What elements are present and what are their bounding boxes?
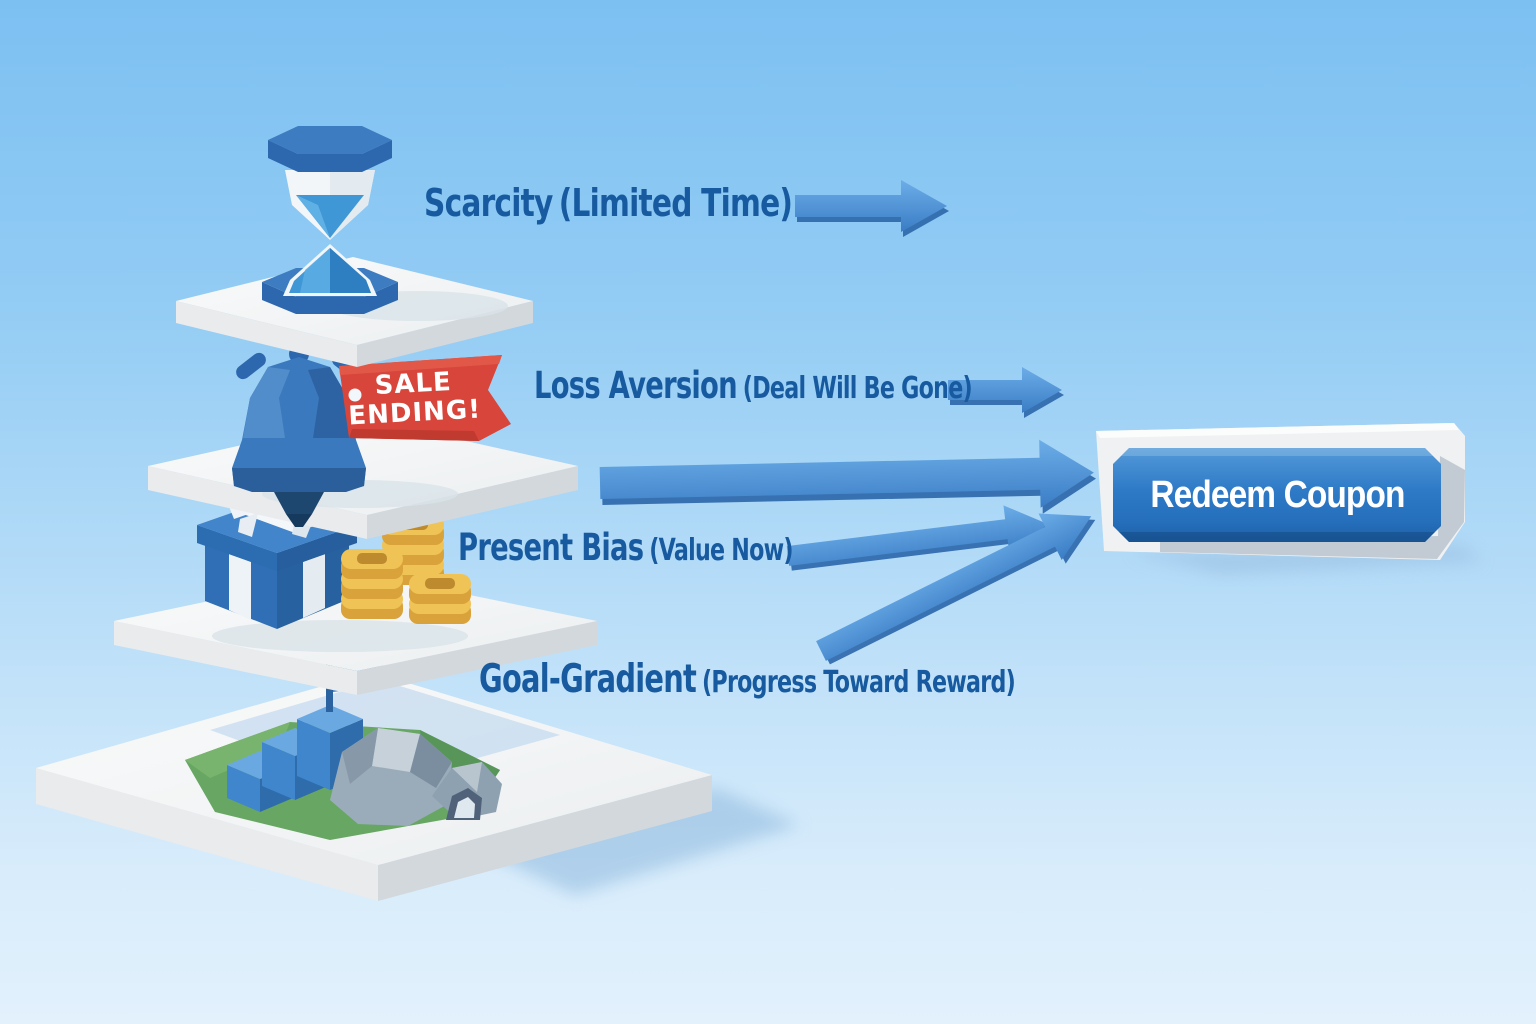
label-goal-gradient-qualifier: (Progress Toward Reward) (702, 665, 1016, 700)
label-goal-gradient-main: Goal-Gradient (479, 657, 697, 702)
label-present-bias-main: Present Bias (458, 526, 644, 569)
label-loss-aversion-qualifier: (Deal Will Be Gone) (742, 371, 973, 406)
present-bias-arrow (786, 505, 1051, 571)
goal-gradient-arrow (816, 513, 1096, 665)
rocks-icon (330, 728, 502, 826)
label-scarcity: Scarcity(Limited Time) (424, 181, 793, 225)
label-scarcity-main: Scarcity (424, 181, 553, 225)
hourglass-icon (262, 126, 398, 314)
scarcity-arrow (795, 180, 949, 237)
sale-ending-tag (339, 355, 511, 441)
bell-icon (232, 344, 378, 527)
label-loss-aversion: Loss Aversion(Deal Will Be Gone) (534, 364, 973, 407)
sale-ending-tag-text: SALE ENDING! (345, 366, 484, 431)
redeem-coupon-label: Redeem Coupon (1149, 473, 1405, 516)
label-loss-aversion-main: Loss Aversion (534, 364, 738, 407)
redeem-coupon-button[interactable]: Redeem Coupon (1113, 448, 1441, 542)
redeem-main-arrow (599, 439, 1097, 514)
loss-aversion-arrow (948, 367, 1064, 418)
label-goal-gradient: Goal-Gradient(Progress Toward Reward) (479, 657, 1016, 702)
label-present-bias-qualifier: (Value Now) (649, 533, 793, 568)
label-present-bias: Present Bias(Value Now) (458, 526, 794, 569)
label-scarcity-qualifier: (Limited Time) (558, 181, 793, 225)
